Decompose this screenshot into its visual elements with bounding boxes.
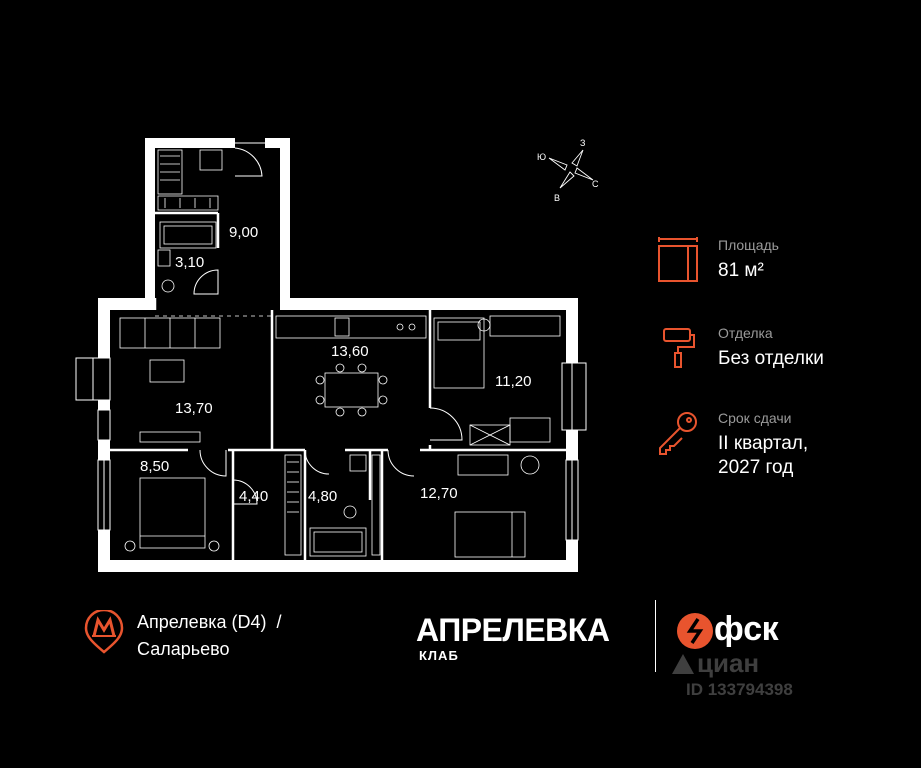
area-value: 81 м²: [718, 260, 764, 281]
living-furniture: [119, 317, 221, 443]
info-deadline: Срок сдачи II квартал, 2027 год: [656, 410, 906, 490]
doors: [193, 147, 463, 505]
area-label: Площадь: [718, 237, 779, 253]
windows: [75, 142, 587, 541]
bath-fixtures: [284, 454, 381, 557]
metro-stations: Апрелевка (D4) / Саларьево: [137, 609, 282, 663]
paint-roller-icon: [663, 328, 695, 368]
developer-name: фск: [714, 610, 779, 648]
finish-label: Отделка: [718, 325, 773, 341]
finish-value: Без отделки: [718, 348, 824, 369]
exterior-walls: [98, 138, 578, 572]
deadline-value: II квартал, 2027 год: [718, 432, 808, 480]
floor-area-icon: [658, 237, 698, 282]
metro-icon: [84, 610, 124, 654]
room-area-living: 13,70: [175, 400, 213, 417]
interior-walls: [110, 211, 566, 560]
info-finish: Отделка Без отделки: [656, 325, 906, 385]
compass-label-north: З: [580, 138, 585, 148]
room-area-kitchen: 13,60: [331, 343, 369, 360]
bedroom-se-furniture: [454, 454, 540, 558]
watermark-id: ID 133794398: [686, 680, 793, 699]
room-area-bedroom-sw: 8,50: [140, 458, 169, 475]
room-area-bedroom-ne: 11,20: [495, 373, 531, 390]
room-area-bedroom-se: 12,70: [420, 485, 458, 502]
storage-fixtures: [157, 149, 223, 293]
kitchen-furniture: [275, 315, 427, 417]
compass: З Ю С В: [537, 138, 599, 203]
room-area-bathroom: 4,80: [308, 488, 337, 505]
room-area-wardrobe: 4,40: [239, 488, 268, 505]
deadline-value-line2: 2027 год: [718, 457, 794, 478]
watermark-house-icon: [672, 654, 694, 674]
info-area: Площадь 81 м²: [656, 237, 906, 297]
floor-plan: 3,10 9,00 13,70 13,60 11,20 8,50 4,40 4,…: [75, 138, 599, 572]
footer-divider: [655, 600, 656, 672]
brand-sub: КЛАБ: [419, 648, 459, 663]
fsk-logo-icon: [677, 613, 713, 649]
room-area-storage: 3,10: [175, 254, 204, 271]
deadline-label: Срок сдачи: [718, 410, 792, 426]
brand-name: АПРЕЛЕВКА: [416, 612, 610, 648]
watermark-text: циан: [697, 648, 760, 678]
deadline-value-line1: II квартал,: [718, 433, 809, 454]
bedroom-ne-furniture: [433, 315, 561, 446]
compass-label-east: С: [592, 179, 599, 189]
compass-star-icon: [548, 149, 594, 189]
key-icon: [659, 412, 697, 455]
compass-label-south: В: [554, 193, 560, 203]
compass-label-west: Ю: [537, 152, 546, 162]
metro-line1: Апрелевка (D4) /: [137, 612, 282, 632]
room-area-hall: 9,00: [229, 224, 258, 241]
bedroom-sw-furniture: [124, 477, 220, 552]
metro-line2: Саларьево: [137, 639, 230, 659]
